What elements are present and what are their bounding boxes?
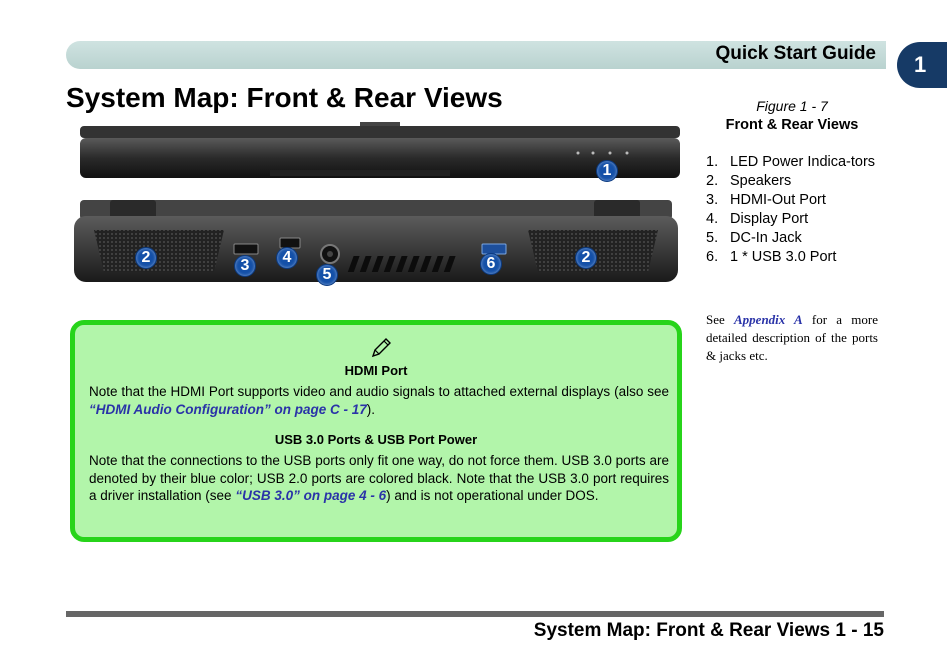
appendix-a-link[interactable]: Appendix A [734, 312, 803, 327]
legend-item: 2. Speakers [706, 172, 881, 191]
pencil-icon [371, 338, 391, 358]
hdmi-paragraph: Note that the HDMI Port supports video a… [89, 383, 669, 418]
legend-num: 2. [706, 173, 719, 189]
legend-text: LED Power Indica-tors [730, 154, 876, 170]
legend-item: 1. LED Power Indica-tors [706, 153, 881, 172]
legend-text: 1 * USB 3.0 Port [730, 249, 837, 265]
legend-num: 3. [706, 192, 719, 208]
legend-item: 4. Display Port [706, 210, 881, 229]
callout-6: 6 [480, 253, 502, 275]
legend-item: 5. DC-In Jack [706, 229, 881, 248]
page-title: System Map: Front & Rear Views [66, 82, 503, 113]
legend-num: 6. [706, 249, 719, 265]
usb-paragraph: Note that the connections to the USB por… [89, 452, 669, 505]
hdmi-audio-link[interactable]: “HDMI Audio Configuration” on page C - 1… [89, 401, 367, 417]
laptop-front-view: 1 [80, 122, 680, 182]
see-text-end: for a more detailed description of the p… [706, 312, 878, 363]
legend-text: Display Port [730, 211, 809, 227]
hdmi-heading: HDMI Port [344, 363, 408, 378]
laptop-rear-illustration [74, 200, 678, 282]
footer-bar [66, 611, 884, 617]
figure-label: Figure 1 - 7 [756, 98, 828, 114]
laptop-front-illustration [80, 122, 680, 178]
callout-2-right: 2 [575, 247, 597, 269]
usb-text: Note that the connections to the USB por… [89, 453, 669, 503]
figure-title: Front & Rear Views [725, 117, 859, 133]
legend-item: 6. 1 * USB 3.0 Port [706, 248, 881, 267]
legend-num: 4. [706, 211, 719, 227]
usb30-link[interactable]: “USB 3.0” on page 4 - 6 [235, 488, 387, 503]
legend-num: 5. [706, 230, 719, 246]
legend-text: DC-In Jack [730, 230, 802, 246]
note-box: HDMI Port Note that the HDMI Port suppor… [70, 320, 682, 542]
callout-1: 1 [596, 160, 618, 182]
usb-heading: USB 3.0 Ports & USB Port Power [274, 432, 478, 447]
hdmi-text: Note that the HDMI Port supports video a… [89, 384, 669, 399]
header-title: Quick Start Guide [715, 43, 876, 64]
callout-5: 5 [316, 264, 338, 286]
legend-text: Speakers [730, 173, 792, 189]
footer-text: System Map: Front & Rear Views 1 - 15 [533, 620, 884, 641]
callout-2-left: 2 [135, 247, 157, 269]
header-bar: Quick Start Guide [66, 41, 886, 69]
see-text: See [706, 312, 725, 327]
laptop-rear-view: 2 3 4 5 6 2 [74, 200, 678, 286]
legend-num: 1. [706, 154, 719, 170]
figure-legend: 1. LED Power Indica-tors 2. Speakers 3. HDM… [706, 153, 881, 267]
callout-4: 4 [276, 247, 298, 269]
hdmi-text-end: ). [366, 401, 375, 417]
chapter-tab: 1 [897, 42, 947, 88]
callout-3: 3 [234, 255, 256, 277]
legend-text: HDMI-Out Port [730, 192, 826, 208]
legend-item: 3. HDMI-Out Port [706, 191, 881, 210]
see-appendix-note: See Appendix A for a more detailed descr… [706, 311, 878, 365]
usb-text-end: ) and is not operational under DOS. [386, 488, 599, 503]
